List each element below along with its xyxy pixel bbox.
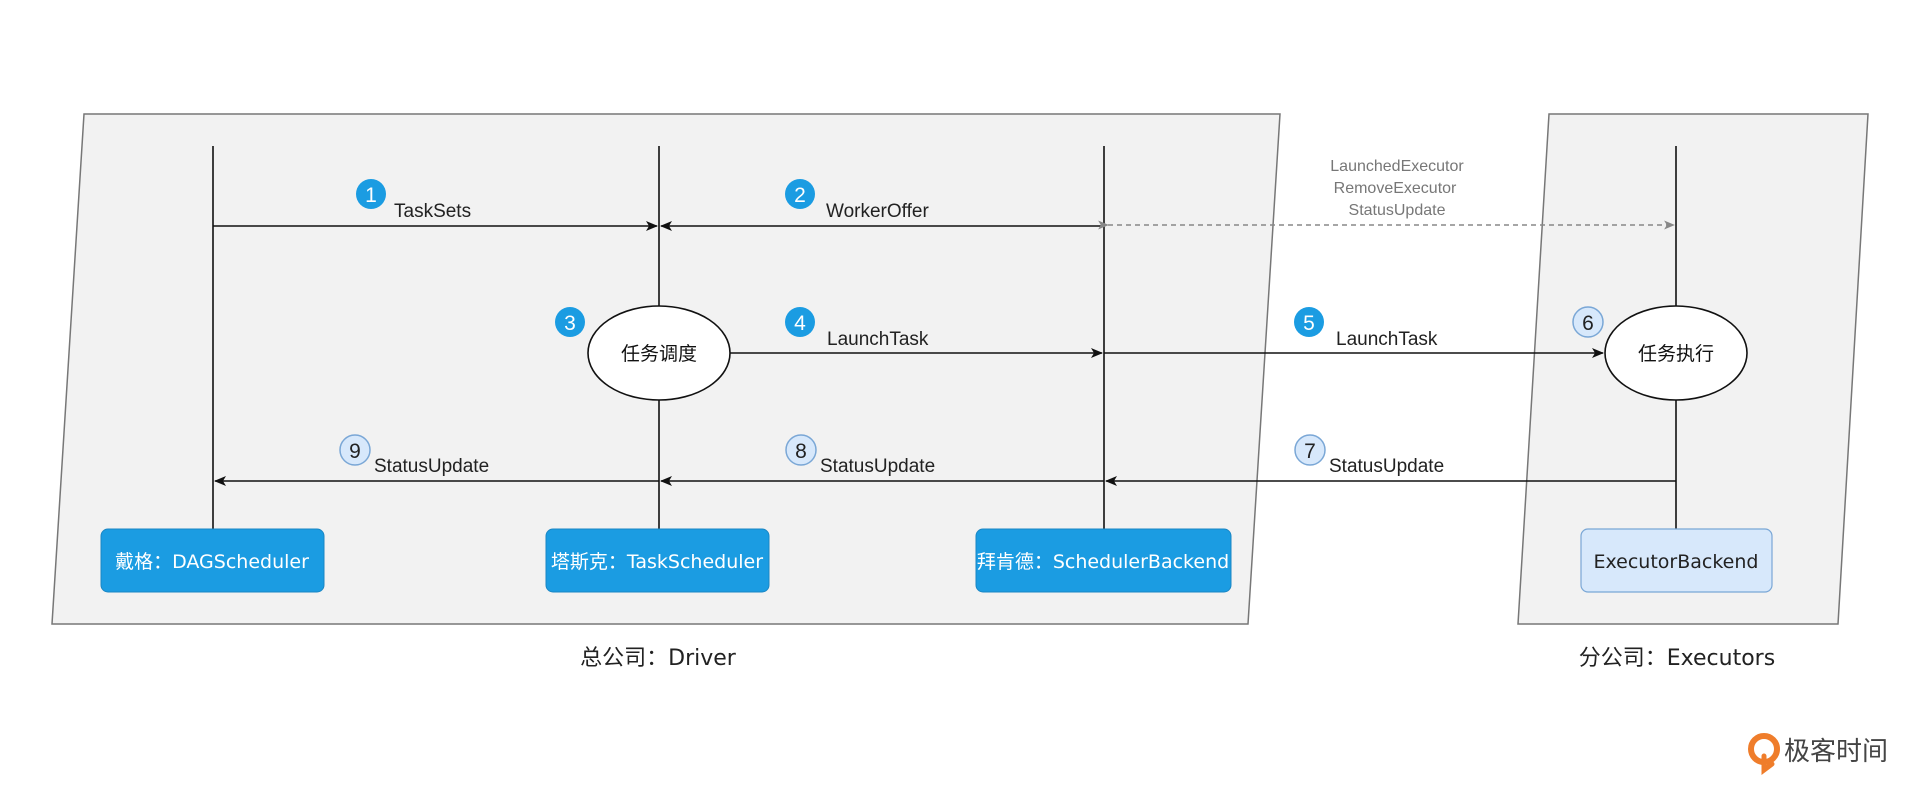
step-badge-3 bbox=[555, 307, 585, 337]
dashed-message-3: StatusUpdate bbox=[1349, 202, 1446, 219]
step-badge-4 bbox=[785, 307, 815, 337]
step-num-2: 2 bbox=[794, 184, 806, 207]
task-scheduler-label: 塔斯克：TaskScheduler bbox=[551, 551, 763, 573]
schedule-node-label: 任务调度 bbox=[621, 343, 697, 365]
executors-caption: 分公司：Executors bbox=[1579, 646, 1775, 671]
dag-scheduler-box bbox=[100, 528, 325, 593]
schedule-node bbox=[587, 305, 731, 401]
step-num-6: 6 bbox=[1582, 312, 1594, 335]
step-label-5: LaunchTask bbox=[1336, 329, 1438, 350]
step-label-2: WorkerOffer bbox=[826, 201, 929, 222]
driver-caption: 总公司：Driver bbox=[580, 646, 737, 671]
step-badge-7 bbox=[1294, 434, 1326, 466]
executor-backend-label: ExecutorBackend bbox=[1594, 551, 1759, 573]
dashed-message-1: LaunchedExecutor bbox=[1330, 158, 1464, 175]
step-label-9: StatusUpdate bbox=[374, 456, 489, 477]
step-num-5: 5 bbox=[1303, 312, 1315, 335]
dashed-message-2: RemoveExecutor bbox=[1334, 180, 1457, 197]
step-num-1: 1 bbox=[365, 184, 377, 207]
execute-node-label: 任务执行 bbox=[1638, 343, 1714, 365]
step-badge-6 bbox=[1572, 306, 1604, 338]
step-badge-2 bbox=[785, 179, 815, 209]
step-label-8: StatusUpdate bbox=[820, 456, 935, 477]
scheduler-backend-label: 拜肯德：SchedulerBackend bbox=[977, 551, 1229, 573]
task-scheduler-box bbox=[545, 528, 770, 593]
step-badge-1 bbox=[356, 179, 386, 209]
step-label-4: LaunchTask bbox=[827, 329, 929, 350]
step-num-4: 4 bbox=[794, 312, 806, 335]
step-num-9: 9 bbox=[349, 440, 361, 463]
step-badge-9 bbox=[339, 434, 371, 466]
step-label-7: StatusUpdate bbox=[1329, 456, 1444, 477]
step-badge-5 bbox=[1294, 307, 1324, 337]
dag-scheduler-label: 戴格：DAGScheduler bbox=[115, 551, 309, 573]
brand-logo-icon bbox=[1748, 733, 1780, 775]
step-badge-8 bbox=[785, 434, 817, 466]
step-num-7: 7 bbox=[1304, 440, 1316, 463]
scheduler-backend-box bbox=[975, 528, 1232, 593]
step-label-1: TaskSets bbox=[394, 201, 471, 222]
executor-backend-box bbox=[1580, 528, 1773, 593]
step-num-3: 3 bbox=[564, 312, 576, 335]
execute-node bbox=[1604, 305, 1748, 401]
step-num-8: 8 bbox=[795, 440, 807, 463]
brand-name: 极客时间 bbox=[1784, 737, 1888, 767]
